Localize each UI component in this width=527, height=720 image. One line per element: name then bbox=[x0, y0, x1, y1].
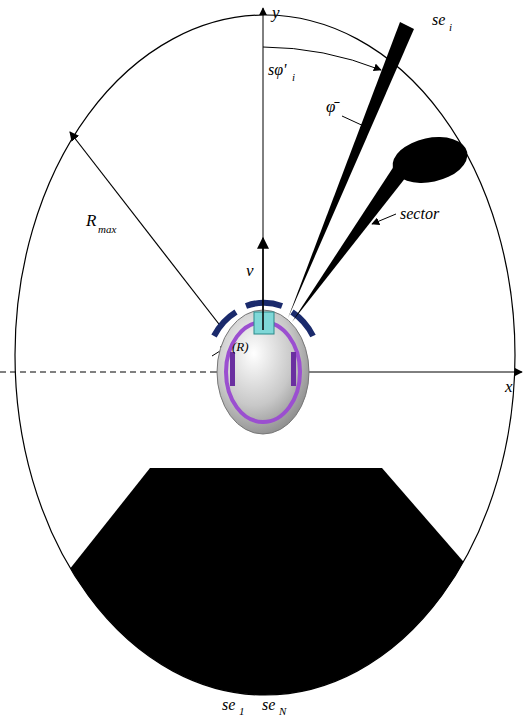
sector-index-label: se bbox=[262, 697, 275, 713]
y-axis bbox=[263, 8, 264, 372]
angle-label: sφ' bbox=[268, 62, 287, 78]
sector-index-subscript: N bbox=[279, 706, 286, 717]
robot-wheel bbox=[291, 352, 296, 386]
sector-index-subscript: 1 bbox=[239, 706, 245, 717]
velocity-label: v bbox=[246, 262, 254, 279]
width-arrow bbox=[372, 214, 396, 224]
radius-subscript: max bbox=[98, 224, 116, 235]
robot-camera bbox=[254, 312, 274, 334]
blind-sector bbox=[0, 468, 527, 720]
sector-label: sector bbox=[400, 206, 439, 222]
axis-label: x bbox=[505, 378, 513, 395]
velocity-arrow bbox=[262, 238, 264, 330]
sensor-arc bbox=[246, 303, 282, 306]
rmax-arrow bbox=[70, 132, 222, 328]
obstacle bbox=[388, 131, 471, 190]
radius-label: (R) bbox=[232, 340, 249, 353]
sector-index-subscript: i bbox=[449, 22, 452, 33]
sensor-arc bbox=[292, 312, 313, 336]
x-axis-negative bbox=[0, 372, 215, 373]
robot-ring bbox=[226, 322, 300, 422]
sector-index-label: se bbox=[222, 697, 235, 713]
robot-wheel bbox=[230, 352, 235, 386]
width-label: φ̄ bbox=[326, 98, 335, 115]
angle-subscript: i bbox=[292, 72, 295, 83]
sector-index-label: se bbox=[432, 12, 445, 28]
axis-label: y bbox=[272, 4, 280, 21]
radius-label: R bbox=[86, 212, 96, 229]
width-arrow bbox=[342, 116, 368, 128]
sensor-arc bbox=[214, 312, 236, 336]
sector-beam bbox=[292, 160, 410, 322]
